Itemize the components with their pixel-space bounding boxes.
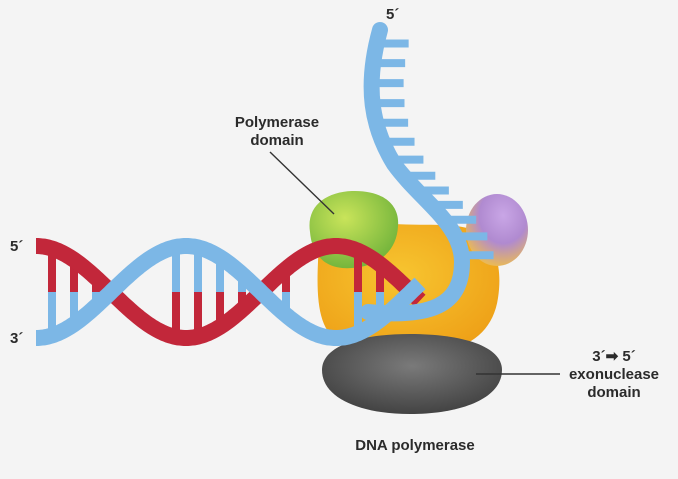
- base-pair-rung-0-b: [48, 292, 56, 336]
- strand-3prime-label-left: 3´: [10, 330, 24, 347]
- base-pair-rung-5-b: [216, 292, 224, 327]
- template-5prime-label: 5´: [386, 6, 400, 23]
- base-pair-rung-3-b: [172, 292, 180, 337]
- exonuclease-label-line3: domain: [587, 384, 641, 401]
- base-pair-rung-5-a: [216, 257, 224, 292]
- base-pair-rung-9-b: [354, 292, 362, 334]
- template-backbone: [360, 22, 471, 322]
- exonuclease-domain-shape: [322, 334, 502, 414]
- template-strand: [360, 22, 494, 322]
- base-pair-rung-1-a: [70, 259, 78, 292]
- strand-5prime-label-left: 5´: [10, 238, 24, 255]
- exonuclease-domain-label: 3´➡ 5´ exonuclease domain: [554, 348, 674, 402]
- base-pair-rung-4-a: [194, 247, 202, 292]
- enzyme-name-label: DNA polymerase: [355, 437, 475, 454]
- red-strand: [36, 238, 426, 346]
- polymerase-leader-line: [269, 151, 335, 215]
- polymerase-domain-label: Polymerase domain: [212, 114, 342, 150]
- base-pair-rung-4-b: [194, 292, 202, 337]
- base-pair-rung-9-a: [354, 250, 362, 292]
- polymerase-label-line1: Polymerase: [234, 114, 320, 131]
- base-pair-rung-8-b: [282, 292, 290, 315]
- base-pair-rung-0-a: [48, 248, 56, 292]
- exonuclease-label-line2: exonuclease: [568, 366, 660, 383]
- exonuclease-label-line1: 3´➡ 5´: [592, 348, 636, 365]
- double-helix: [36, 238, 426, 346]
- accessory-subunit: [466, 194, 528, 266]
- base-pair-rung-10-a: [376, 264, 384, 292]
- base-pair-rung-1-b: [70, 292, 78, 325]
- base-pair-rung-8-a: [282, 269, 290, 292]
- polymerase-label-line2: domain: [250, 132, 304, 149]
- blue-strand: [36, 238, 426, 346]
- base-pair-rung-3-a: [172, 247, 180, 292]
